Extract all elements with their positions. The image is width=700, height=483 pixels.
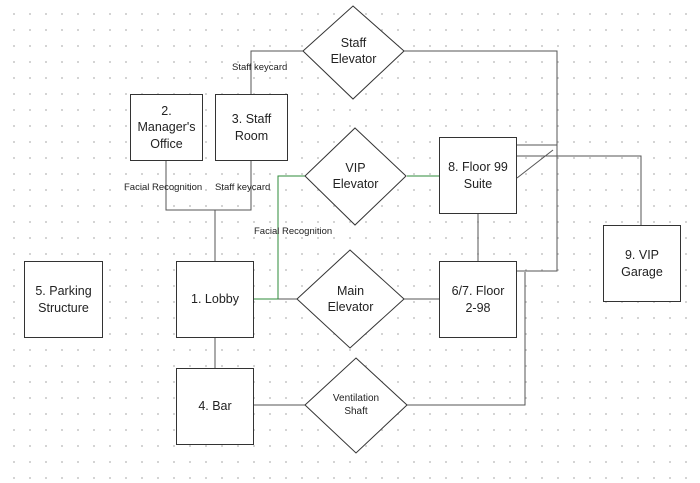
- manager-office-node: 2. Manager's Office: [130, 94, 203, 161]
- vip-elevator-label: VIP Elevator: [332, 160, 379, 191]
- main-elevator-diamond: [296, 249, 405, 349]
- main-elevator-label: Main Elevator: [327, 283, 374, 314]
- bar-node: 4. Bar: [176, 368, 254, 445]
- lobby-node: 1. Lobby: [176, 261, 254, 338]
- connector-vip-route-lobby: [254, 175, 305, 300]
- edge-label-staff-keycard-room: Staff keycard: [215, 182, 271, 193]
- connector-ventilation-to-east: [407, 272, 526, 406]
- edge-label-staff-keycard-top: Staff keycard: [232, 62, 288, 73]
- connector-staff-room-to-staff-elevator: [250, 50, 303, 94]
- parking-structure-node: 5. Parking Structure: [24, 261, 103, 338]
- ventilation-shaft-label: Ventilation Shaft: [332, 393, 380, 417]
- vip-elevator-diamond: [304, 127, 407, 226]
- staff-room-node: 3. Staff Room: [215, 94, 288, 161]
- connector-suite-to-vip-garage: [517, 155, 642, 225]
- edge-label-facial-recognition-office: Facial Recognition: [124, 182, 203, 193]
- edge-label-facial-recognition-vip: Facial Recognition: [254, 226, 333, 237]
- connector-office-to-lobby: [165, 161, 252, 211]
- floor-2-98-node: 6/7. Floor 2-98: [439, 261, 517, 338]
- staff-elevator-diamond: [302, 5, 405, 100]
- vip-garage-node: 9. VIP Garage: [603, 225, 681, 302]
- floor-99-suite-node: 8. Floor 99 Suite: [439, 137, 517, 214]
- connector-staff-elevator-to-east: [404, 50, 558, 272]
- connector-suite-east-lines-2: [516, 149, 554, 179]
- staff-elevator-label: Staff Elevator: [330, 35, 377, 66]
- ventilation-shaft-diamond: [304, 357, 408, 454]
